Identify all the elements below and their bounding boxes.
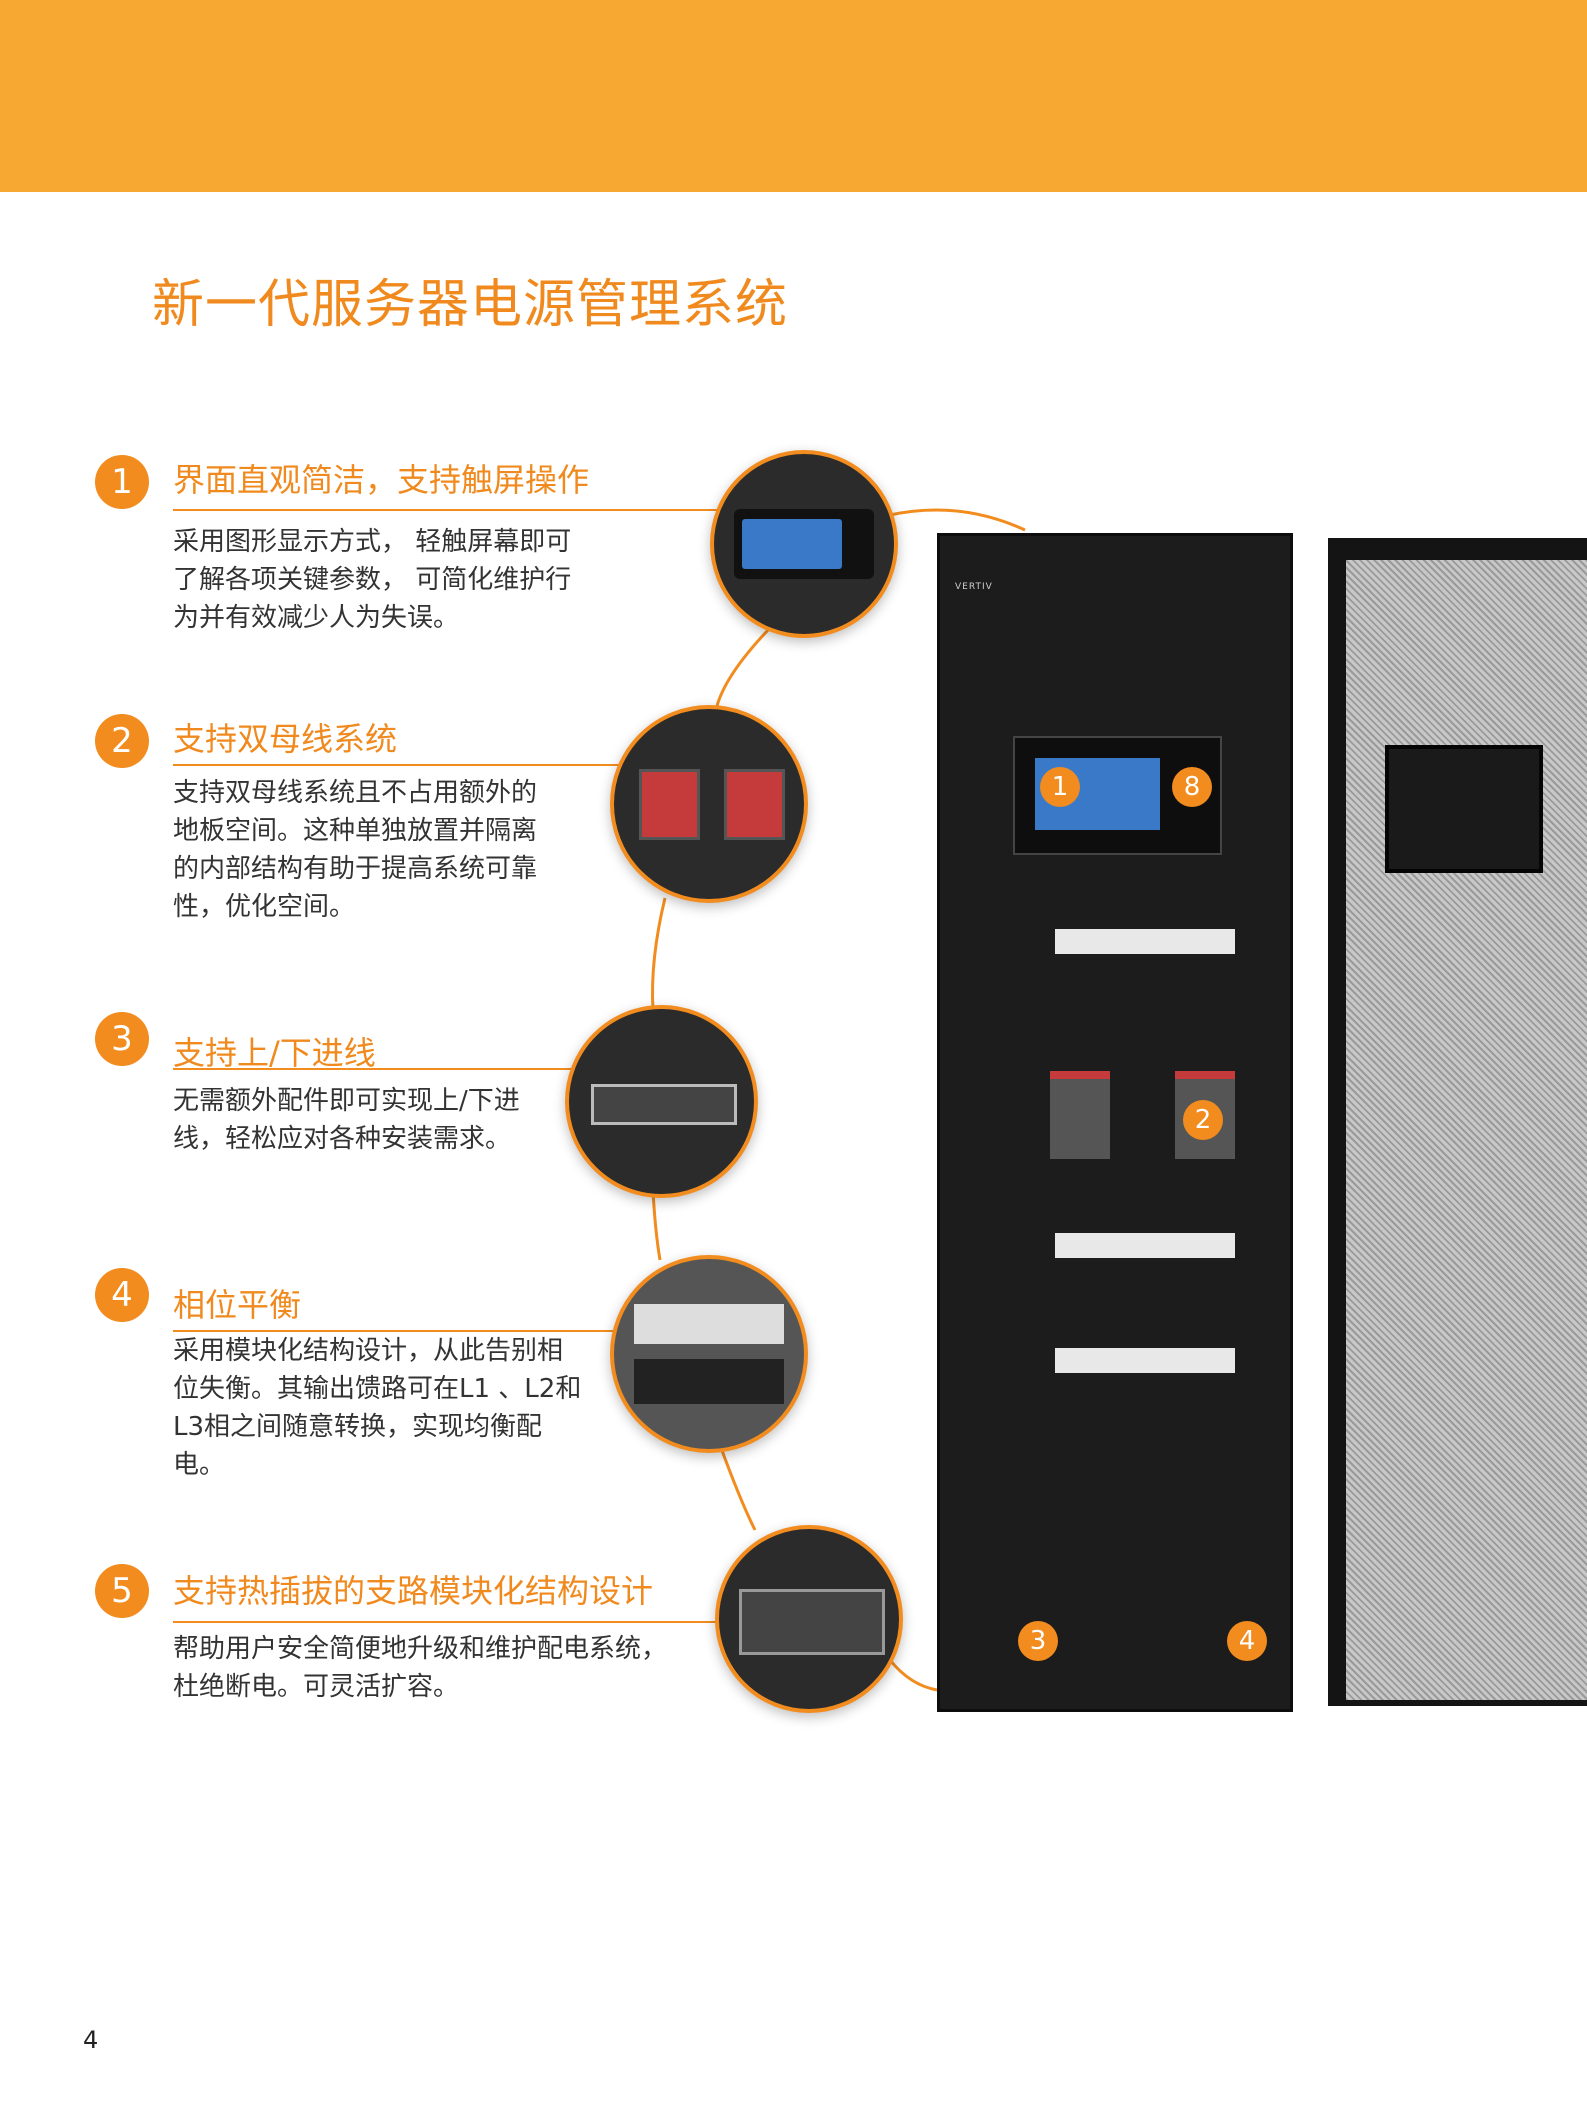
desc-line: 地板空间。这种单独放置并隔离: [173, 816, 538, 846]
feature-description: 采用模块化结构设计，从此告别相 位失衡。其输出馈路可在L1 、L2和 L3相之间…: [173, 1332, 581, 1484]
feature-title: 界面直观简洁，支持触屏操作: [173, 461, 590, 499]
feature-description: 支持双母线系统且不占用额外的 地板空间。这种单独放置并隔离 的内部结构有助于提高…: [173, 774, 537, 926]
breaker-strip: [1055, 1348, 1235, 1373]
desc-line: 为并有效减少人为失误。: [173, 603, 460, 633]
feature-description: 采用图形显示方式， 轻触屏幕即可 了解各项关键参数， 可简化维护行 为并有效减少…: [173, 523, 571, 637]
desc-line: 支持双母线系统且不占用额外的: [173, 778, 538, 808]
feature-title: 支持上/下进线: [173, 1034, 376, 1072]
desc-line: 的内部结构有助于提高系统可靠: [173, 854, 538, 884]
callout-marker: 4: [1227, 1621, 1267, 1661]
desc-line: 采用模块化结构设计，从此告别相: [173, 1336, 564, 1366]
callout-marker: 2: [1183, 1100, 1223, 1140]
desc-line: 电。: [173, 1450, 226, 1480]
desc-line: 采用图形显示方式， 轻触屏幕即可: [173, 527, 572, 557]
feature-number-badge: 1: [95, 455, 149, 509]
main-breaker-left: [1050, 1071, 1110, 1159]
callout-hot-swap-module: [715, 1525, 903, 1713]
screen-display: [742, 519, 842, 569]
feature-title: 支持热插拔的支路模块化结构设计: [173, 1572, 654, 1610]
desc-line: 无需额外配件即可实现上/下进: [173, 1086, 520, 1116]
door-mesh: [1346, 560, 1587, 1700]
cabinet-image: [937, 533, 1293, 1712]
callout-marker: 3: [1018, 1621, 1058, 1661]
feature-number-badge: 4: [95, 1268, 149, 1322]
desc-line: 线，轻松应对各种安装需求。: [173, 1124, 512, 1154]
page-title: 新一代服务器电源管理系统: [152, 275, 789, 335]
desc-line: 帮助用户安全简便地升级和维护配电系统，: [173, 1634, 668, 1664]
feature-title: 相位平衡: [173, 1286, 302, 1324]
top-banner: [0, 0, 1587, 192]
door-window: [1385, 745, 1543, 873]
breaker-strip: [1055, 1233, 1235, 1258]
desc-line: L3相之间随意转换，实现均衡配: [173, 1412, 543, 1442]
desc-line: 位失衡。其输出馈路可在L1 、L2和: [173, 1374, 582, 1404]
module-row: [634, 1359, 784, 1404]
feature-divider: [173, 509, 813, 511]
feature-number-badge: 5: [95, 1564, 149, 1618]
brand-logo: VERTIV: [955, 582, 993, 592]
feature-description: 帮助用户安全简便地升级和维护配电系统， 杜绝断电。可灵活扩容。: [173, 1630, 667, 1706]
feature-divider: [173, 1621, 813, 1623]
feature-number-badge: 3: [95, 1012, 149, 1066]
feature-title: 支持双母线系统: [173, 720, 398, 758]
module-row: [634, 1304, 784, 1344]
breaker-right: [724, 769, 785, 840]
breaker-strip: [1055, 929, 1235, 954]
feature-description: 无需额外配件即可实现上/下进 线，轻松应对各种安装需求。: [173, 1082, 520, 1158]
cable-entry-image: [591, 1084, 737, 1125]
hot-swap-module-image: [739, 1589, 885, 1655]
feature-divider: [173, 1330, 703, 1332]
callout-marker: 1: [1040, 767, 1080, 807]
callout-touchscreen: [710, 450, 898, 638]
feature-divider: [173, 764, 713, 766]
desc-line: 杜绝断电。可灵活扩容。: [173, 1672, 460, 1702]
desc-line: 性，优化空间。: [173, 892, 356, 922]
callout-dual-bus: [610, 705, 808, 903]
breaker-left: [639, 769, 700, 840]
page-number: 4: [83, 2026, 99, 2054]
callout-marker: 8: [1172, 767, 1212, 807]
callout-cable-entry: [565, 1005, 758, 1198]
feature-divider: [173, 1068, 603, 1070]
feature-number-badge: 2: [95, 714, 149, 768]
touchscreen-image: [734, 509, 874, 579]
desc-line: 了解各项关键参数， 可简化维护行: [173, 565, 572, 595]
callout-phase-balance: [610, 1255, 808, 1453]
